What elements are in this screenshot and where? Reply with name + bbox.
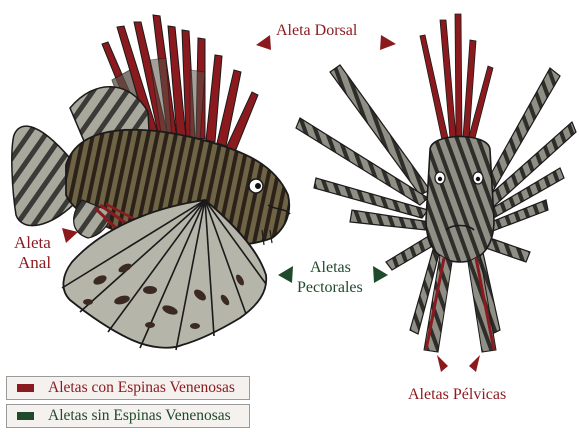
pectoral-right-arrow-icon [373,266,388,283]
front-view-lionfish [296,14,576,352]
venomous-swatch [17,384,34,392]
front-dorsal-spines [420,14,493,142]
front-head [426,137,494,263]
non-venomous-swatch [17,412,34,420]
dorsal-fin-label: Aleta Dorsal [276,22,357,40]
pelvic-right-arrow-icon [469,355,480,372]
pelvic-left-arrow-icon [437,355,448,372]
side-view-lionfish [12,15,290,350]
dorsal-right-arrow-icon [380,35,396,50]
pectoral-fin-label-line1: Aletas [310,259,351,277]
legend-non-venomous: Aletas sin Espinas Venenosas [6,404,250,428]
legend-non-venomous-label: Aletas sin Espinas Venenosas [48,407,231,425]
anal-arrow-icon [62,228,78,243]
pelvic-fin-label: Aletas Pélvicas [408,386,506,404]
anal-fin-label-line1: Aleta [14,234,51,252]
dorsal-left-arrow-icon [256,35,271,50]
legend-venomous: Aletas con Espinas Venenosas [6,376,250,400]
anal-fin-label-line2: Anal [18,254,51,272]
legend-venomous-label: Aletas con Espinas Venenosas [48,379,235,397]
pectoral-left-arrow-icon [278,266,293,283]
pectoral-fin-label-line2: Pectorales [297,279,363,297]
